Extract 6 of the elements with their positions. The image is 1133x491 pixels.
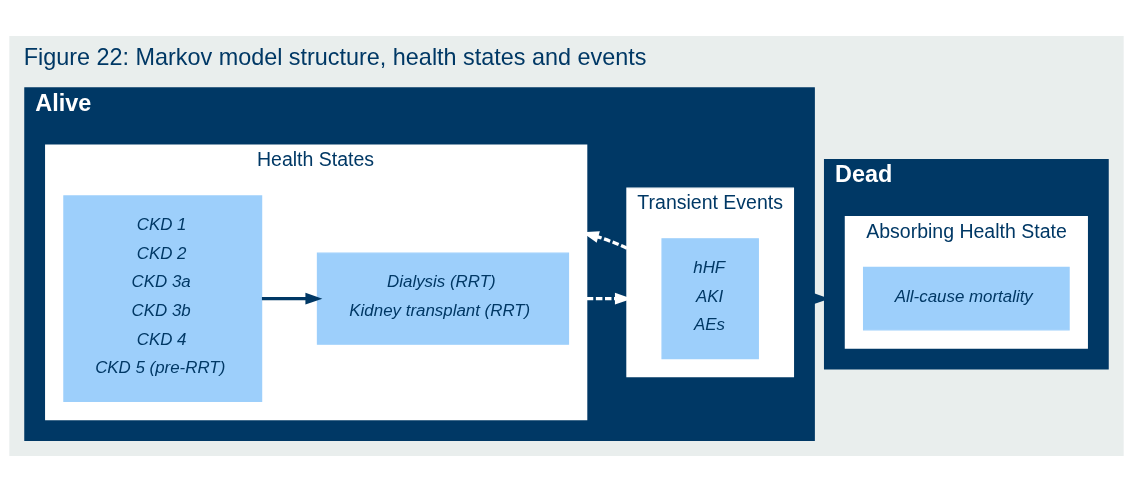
node-box: hHF AKI AEs xyxy=(661,237,759,359)
node-box: CKD 1 CKD 2 CKD 3a CKD 3b CKD 4 CKD 5 (pre-RRT) xyxy=(63,194,263,402)
node-box: Dialysis (RRT) Kidney transplant (RRT) xyxy=(316,252,570,345)
diagram-title: Figure 22: Markov model structure, health states and events xyxy=(23,43,647,70)
arrow xyxy=(261,292,323,305)
node-box: All-cause mortality xyxy=(862,266,1070,330)
